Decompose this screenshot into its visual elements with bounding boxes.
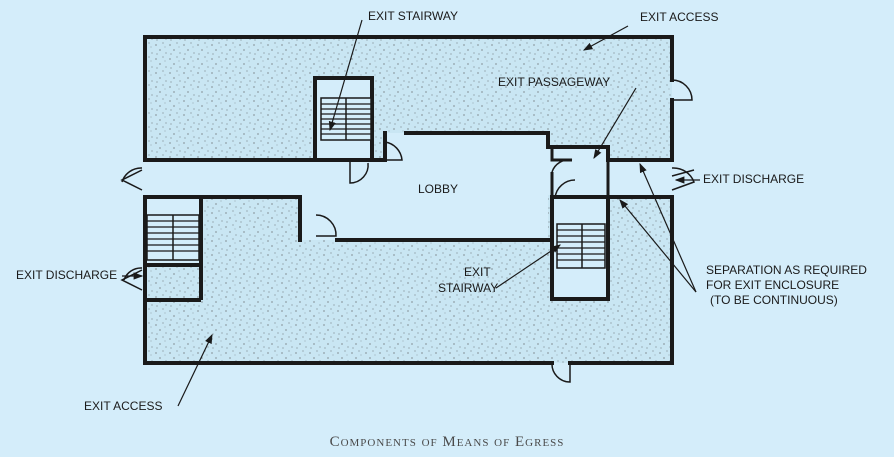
label-separation-3: (TO BE CONTINUOUS): [710, 293, 838, 307]
stair-enclosure-left: [143, 195, 203, 302]
label-exit-stairway-bottom-2: STAIRWAY: [438, 281, 498, 295]
leader-separation-1: [639, 162, 697, 293]
leader-exit-stairway-top: [328, 19, 363, 132]
leader-separation-2: [619, 199, 697, 293]
label-exit-stairway-top: EXIT STAIRWAY: [368, 9, 458, 23]
figure-caption: Components of Means of Egress: [329, 434, 565, 450]
label-exit-access-top: EXIT ACCESS: [640, 10, 718, 24]
label-exit-discharge-right: EXIT DISCHARGE: [703, 172, 804, 186]
label-separation-2: FOR EXIT ENCLOSURE: [706, 278, 839, 292]
stair-enclosure-right: [550, 195, 610, 301]
leader-lines: [122, 19, 700, 407]
label-separation-1: SEPARATION AS REQUIRED: [706, 263, 867, 277]
label-exit-discharge-left: EXIT DISCHARGE: [16, 268, 117, 282]
exit-access-area-bottom: [145, 195, 672, 363]
label-exit-access-bottom: EXIT ACCESS: [84, 399, 162, 413]
exit-passageway-walls: [550, 147, 610, 197]
exit-access-area-top: [145, 37, 672, 160]
leader-exit-stairway-bottom: [495, 244, 561, 289]
stair-enclosure-top: [313, 76, 374, 162]
leader-exit-access-top: [582, 25, 629, 51]
leader-exit-access-bottom: [177, 333, 213, 407]
label-lobby: LOBBY: [418, 182, 458, 196]
label-exit-passageway: EXIT PASSAGEWAY: [498, 75, 610, 89]
leader-exit-passageway: [593, 87, 637, 160]
label-exit-stairway-bottom-1: EXIT: [464, 265, 491, 279]
doors: [120, 79, 695, 383]
